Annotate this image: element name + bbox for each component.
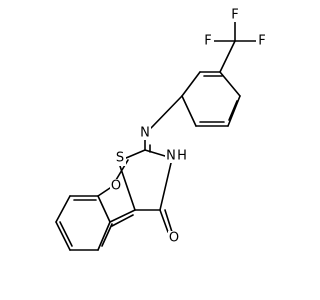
atom-label-sulfur: S — [114, 150, 126, 166]
bond-layer — [55, 14, 263, 251]
molecule-structure: F F F N S N H O O — [55, 7, 268, 251]
svg-text:O: O — [169, 231, 179, 246]
atom-label-layer: F F F N S N H O O — [110, 8, 268, 246]
bond-ring2-c-double — [59, 221, 73, 247]
bond-ring1-b — [227, 95, 241, 127]
atom-label-f3: F — [256, 34, 268, 49]
svg-text:F: F — [231, 8, 238, 23]
svg-text:H: H — [177, 149, 187, 164]
bond-ring2-b — [55, 195, 71, 223]
svg-text:O: O — [111, 179, 121, 194]
bond-c5-exo — [109, 209, 136, 223]
bond-ring2-omethoxy — [97, 187, 111, 197]
bond-ring1-a-double — [228, 100, 238, 121]
svg-text:N: N — [166, 149, 176, 164]
bond-ring1-e — [181, 71, 201, 97]
atom-label-methoxy-oxygen: O — [110, 179, 122, 194]
bond-ring1-d — [181, 95, 197, 127]
bond-c2-s — [125, 149, 146, 159]
bond-ring2-e — [97, 221, 111, 251]
bond-c2-nh — [144, 149, 166, 157]
svg-text:S: S — [116, 151, 124, 166]
bond-ring-imine-n — [150, 95, 183, 129]
bond-carbonyl — [159, 209, 169, 233]
atom-label-carbonyl-oxygen: O — [168, 231, 180, 246]
atom-label-imine-nitrogen: N — [139, 126, 151, 141]
bond-ring2-c — [55, 221, 71, 251]
svg-text:N: N — [140, 126, 150, 141]
atom-label-f1: F — [202, 34, 214, 49]
svg-text:F: F — [204, 34, 211, 49]
bond-c5-s — [119, 165, 136, 211]
atom-label-amide-nitrogen: N H — [165, 149, 187, 164]
bond-ring1-a — [219, 71, 241, 97]
bond-exo-double — [111, 214, 134, 227]
bond-nh-c4 — [159, 162, 172, 211]
svg-text:F: F — [258, 34, 265, 49]
bond-ring2-e-double — [101, 223, 113, 247]
atom-label-f2: F — [229, 8, 241, 23]
bond-ring-cf3 — [219, 40, 236, 73]
bond-carbonyl-double — [164, 209, 173, 233]
bond-exo-ring2 — [97, 195, 111, 223]
